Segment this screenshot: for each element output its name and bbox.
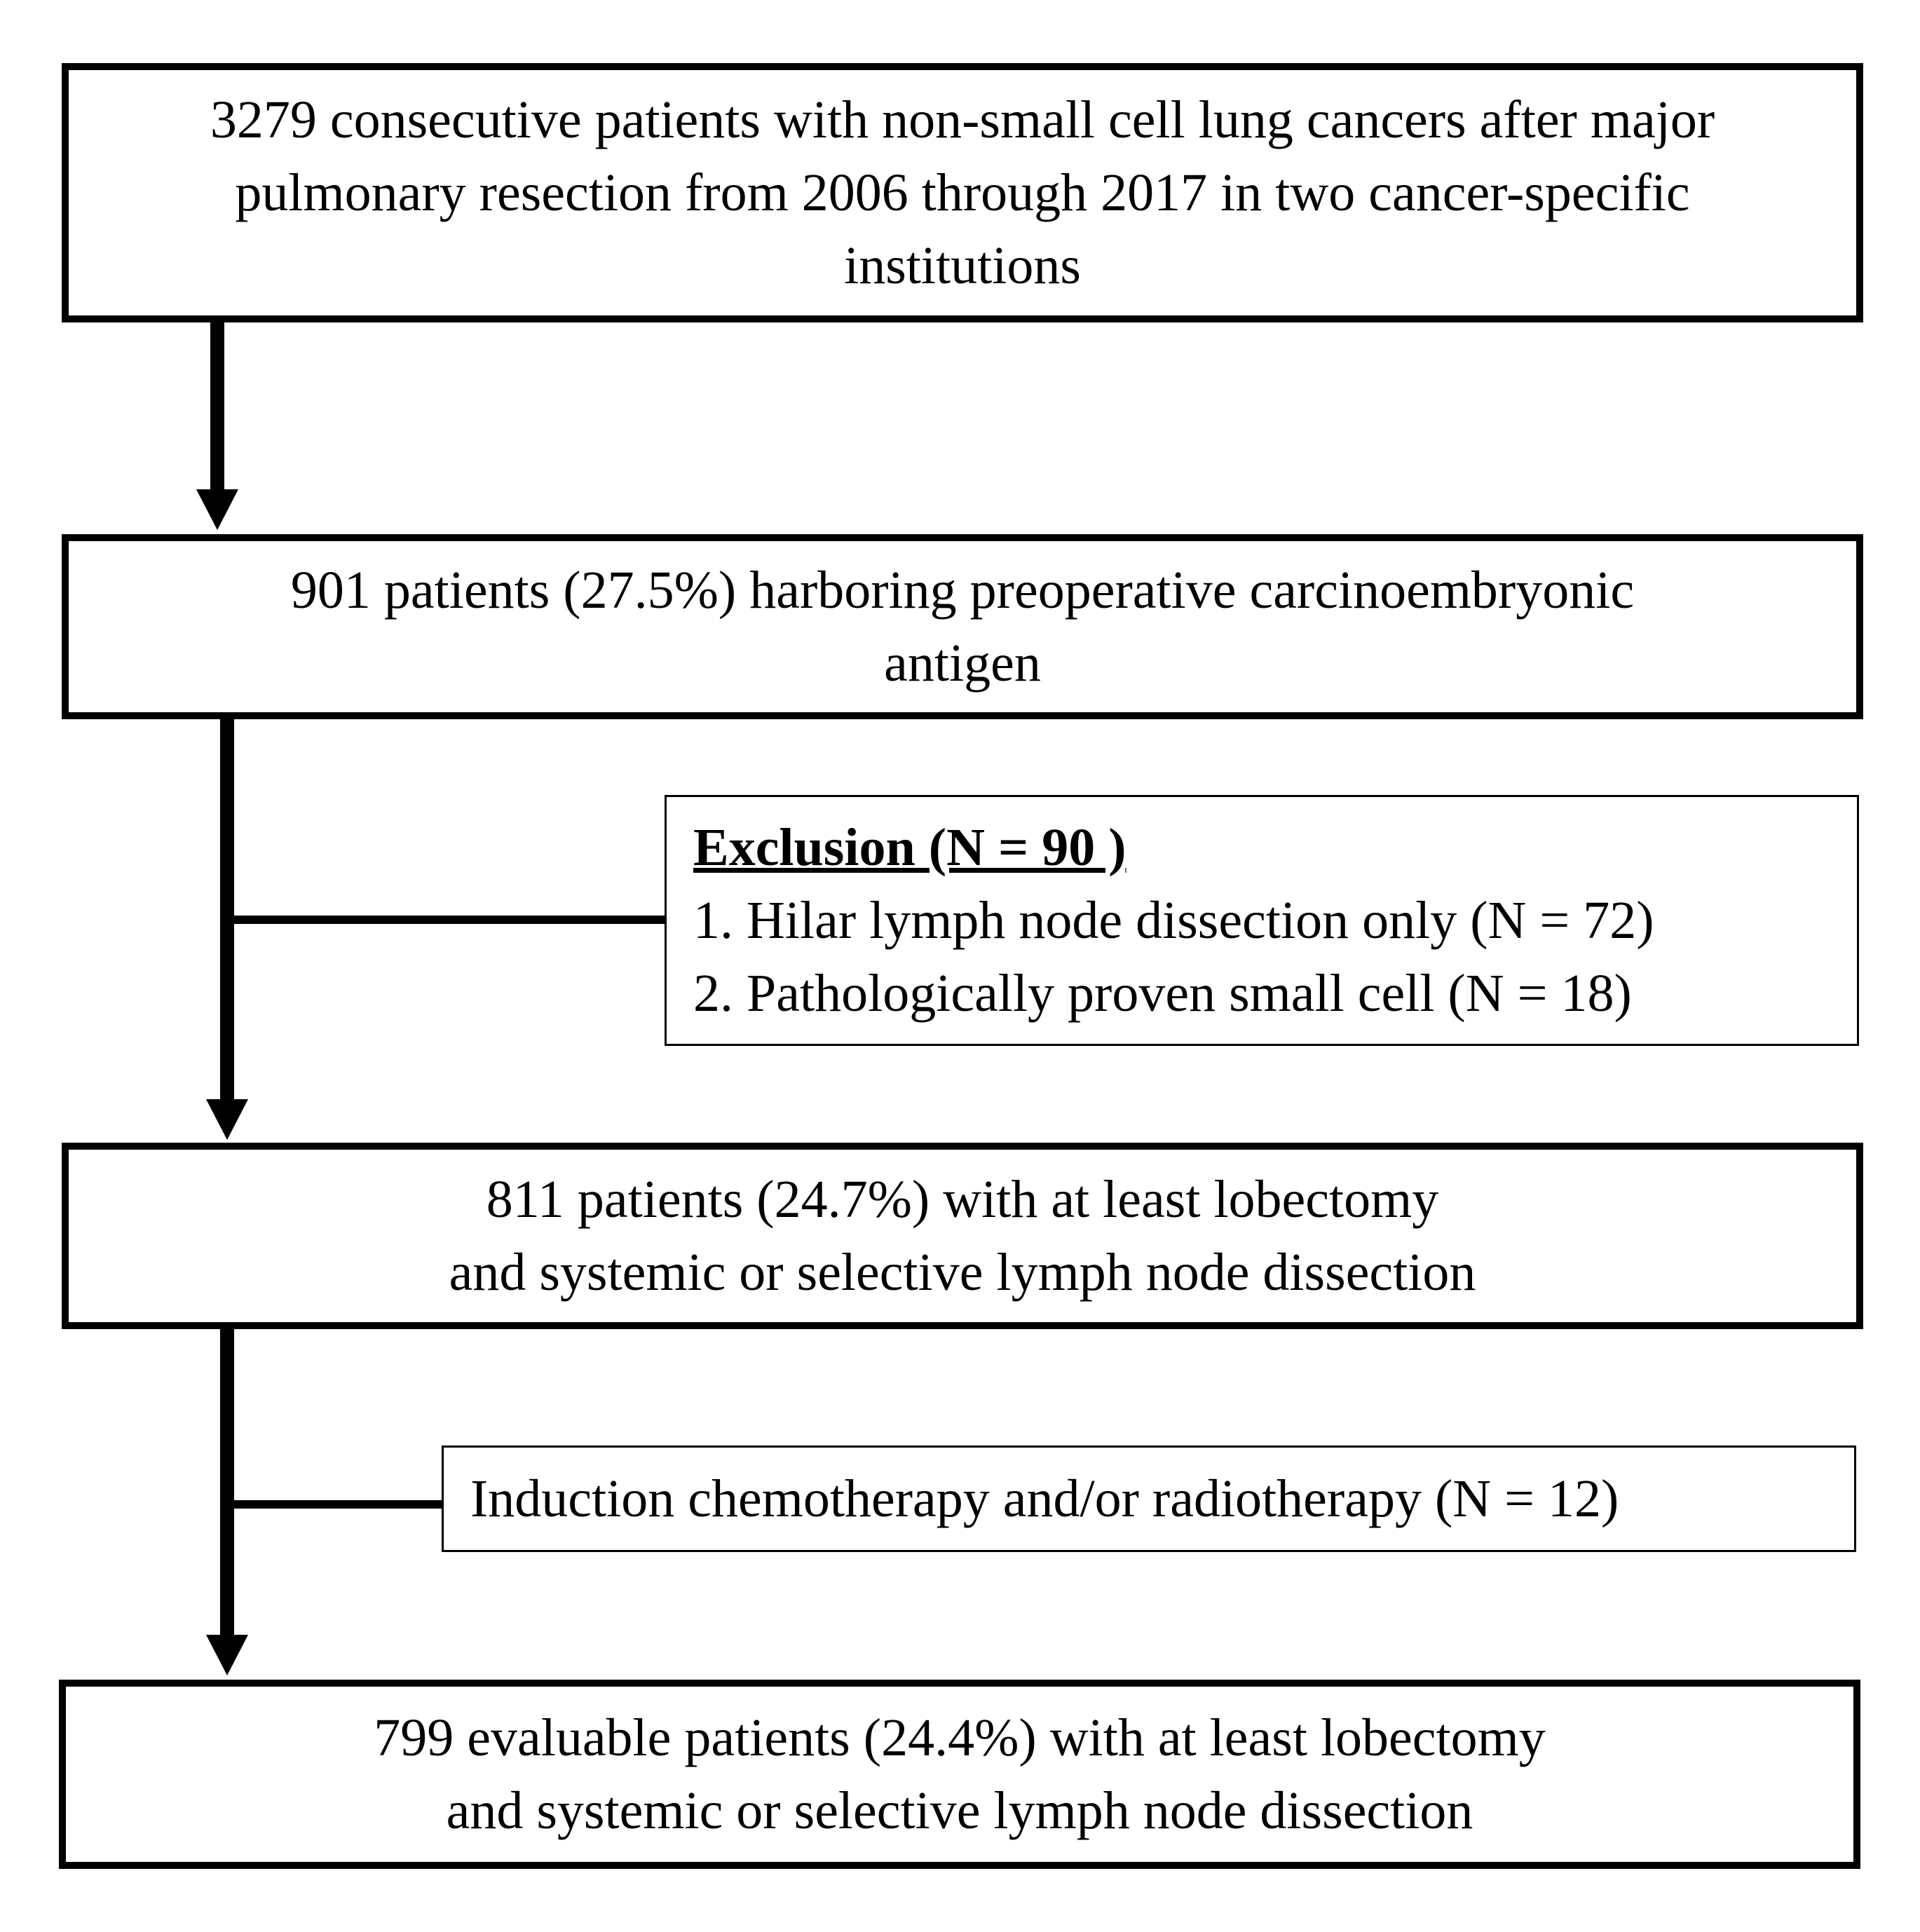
box-exclusion-2: Induction chemotherapy and/or radiothera…	[442, 1445, 1856, 1552]
box-final-cohort: 799 evaluable patients (24.4%) with at l…	[59, 1680, 1860, 1869]
box-exclusion-1: Exclusion (N = 90 ) 1. Hilar lymph node …	[665, 795, 1859, 1046]
connector-2-3	[220, 719, 234, 1101]
box-lobectomy-cohort-line-2: and systemic or selective lymph node dis…	[449, 1243, 1476, 1302]
connector-3-4	[220, 1329, 234, 1636]
box-cea-cohort-line-2: antigen	[884, 634, 1041, 693]
arrowhead-1-2	[196, 489, 238, 530]
branch-exclusion-2	[234, 1500, 442, 1509]
box-initial-cohort-line-3: institutions	[844, 236, 1081, 295]
exclusion-1-item-1: 1. Hilar lymph node dissection only (N =…	[693, 891, 1654, 950]
exclusion-1-title: Exclusion (N = 90 )	[693, 818, 1126, 877]
box-initial-cohort-line-2: pulmonary resection from 2006 through 20…	[235, 163, 1690, 222]
exclusion-1-item-2: 2. Pathologically proven small cell (N =…	[693, 964, 1632, 1023]
box-final-cohort-line-2: and systemic or selective lymph node dis…	[446, 1781, 1473, 1840]
box-initial-cohort-line-1: 3279 consecutive patients with non-small…	[210, 90, 1715, 149]
arrowhead-3-4	[206, 1635, 248, 1675]
box-lobectomy-cohort-line-1: 811 patients (24.7%) with at least lobec…	[486, 1170, 1439, 1229]
arrowhead-2-3	[206, 1099, 248, 1140]
box-cea-cohort-line-1: 901 patients (27.5%) harboring preoperat…	[290, 561, 1635, 620]
exclusion-2-text: Induction chemotherapy and/or radiothera…	[470, 1469, 1619, 1528]
box-lobectomy-cohort: 811 patients (24.7%) with at least lobec…	[62, 1143, 1863, 1329]
branch-exclusion-1	[234, 916, 665, 924]
box-initial-cohort: 3279 consecutive patients with non-small…	[62, 63, 1863, 322]
box-cea-cohort: 901 patients (27.5%) harboring preoperat…	[62, 534, 1863, 719]
connector-1-2	[210, 322, 224, 491]
box-final-cohort-line-1: 799 evaluable patients (24.4%) with at l…	[374, 1708, 1546, 1767]
